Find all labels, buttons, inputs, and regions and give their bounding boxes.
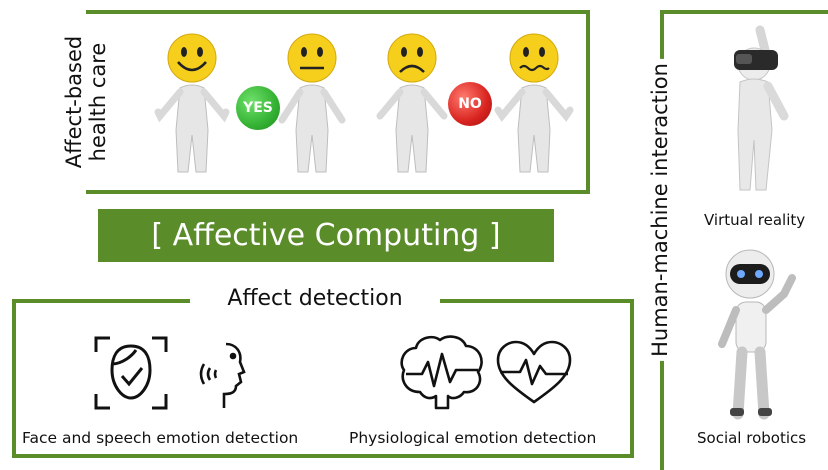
health-care-label-line2: health care bbox=[86, 42, 110, 162]
hmi-label: Human-machine interaction bbox=[630, 10, 690, 410]
robot-figure bbox=[718, 249, 796, 420]
physiological-caption: Physiological emotion detection bbox=[349, 429, 597, 447]
happy-figure bbox=[154, 33, 230, 173]
vr-figure bbox=[734, 25, 789, 191]
speaking-head-icon bbox=[199, 342, 246, 408]
sad-figure bbox=[376, 33, 448, 173]
face-speech-caption: Face and speech emotion detection bbox=[22, 429, 299, 447]
hmi-title: Human-machine interaction bbox=[648, 59, 672, 361]
health-care-label: Affect-based health care bbox=[36, 10, 136, 194]
detection-top-border-right bbox=[438, 299, 634, 303]
yes-badge: YES bbox=[236, 86, 280, 130]
face-scan-icon bbox=[94, 336, 168, 410]
yes-label: YES bbox=[243, 100, 273, 116]
neutral-figure bbox=[278, 33, 346, 173]
no-badge: NO bbox=[448, 82, 492, 126]
affect-detection-title: Affect detection bbox=[190, 284, 440, 314]
affect-detection-panel bbox=[12, 299, 634, 458]
detection-top-border-left bbox=[12, 299, 192, 303]
health-care-label-line1: Affect-based bbox=[62, 35, 86, 169]
heart-pulse-icon bbox=[496, 340, 572, 404]
brain-icon bbox=[400, 335, 483, 410]
affective-computing-banner: [ Affective Computing ] bbox=[98, 209, 554, 262]
robot-caption: Social robotics bbox=[697, 429, 807, 447]
health-care-panel bbox=[86, 10, 590, 194]
vr-caption: Virtual reality bbox=[704, 211, 806, 229]
no-label: NO bbox=[458, 96, 482, 112]
worried-figure bbox=[494, 33, 574, 173]
banner-title: [ Affective Computing ] bbox=[151, 218, 501, 253]
